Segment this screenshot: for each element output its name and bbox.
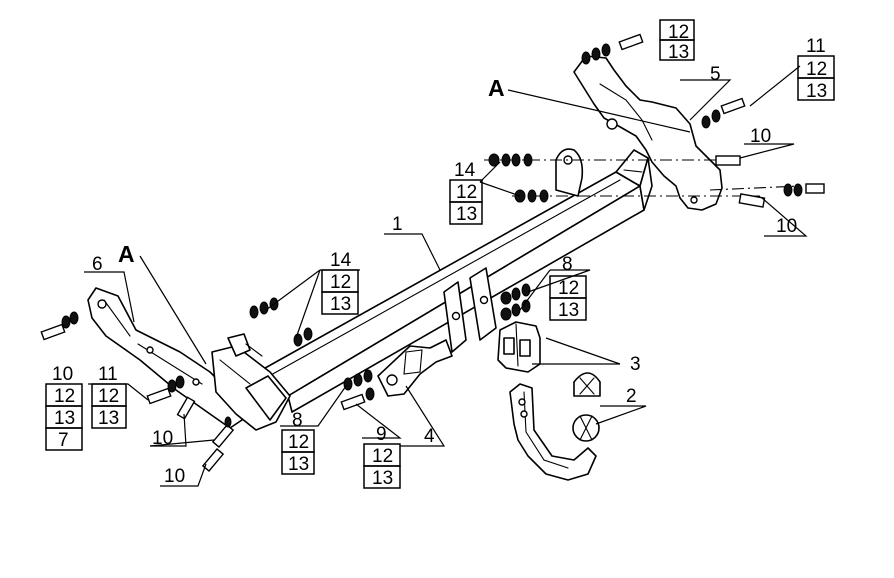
label-13-leftstack2: 13 — [98, 408, 119, 429]
ball-cap — [573, 372, 601, 397]
label-13-8left: 13 — [288, 454, 309, 475]
label-13-leftstack: 13 — [54, 408, 75, 429]
tow-ball — [572, 414, 600, 442]
label-boxes — [45, 19, 835, 489]
label-a-right: A — [488, 75, 505, 101]
label-13-topright: 13 — [668, 42, 689, 63]
label-8-left: 8 — [292, 410, 303, 431]
label-11-leftstack: 11 — [98, 364, 118, 385]
label-12-8left: 12 — [288, 432, 309, 453]
labels: 1 2 3 4 5 6 A A 12 13 11 12 13 10 10 14 … — [52, 22, 827, 489]
label-12-8right: 12 — [558, 278, 579, 299]
label-11-right: 11 — [806, 36, 826, 57]
left-bracket — [87, 287, 243, 429]
label-9: 9 — [376, 424, 387, 445]
label-14-top: 14 — [454, 160, 476, 181]
label-13-9: 13 — [372, 468, 393, 489]
label-8-right: 8 — [562, 254, 573, 275]
socket-holder — [497, 321, 541, 373]
label-a-left: A — [118, 241, 135, 267]
label-10-left-bottom: 10 — [164, 466, 185, 487]
bar-mid-brackets — [443, 267, 497, 353]
bar-right-tab — [555, 148, 584, 197]
label-12-leftstack2: 12 — [98, 386, 119, 407]
label-10-right-lower: 10 — [776, 216, 797, 237]
label-12-9: 12 — [372, 446, 393, 467]
plate — [377, 339, 453, 397]
label-4: 4 — [424, 426, 435, 447]
bar-left-endplate — [211, 345, 291, 431]
label-13-8right: 13 — [558, 300, 579, 321]
leader-lines — [84, 65, 808, 487]
label-7-leftstack: 7 — [58, 430, 69, 451]
label-13-right: 13 — [806, 81, 827, 102]
label-12-mid: 12 — [330, 272, 351, 293]
label-12-leftstack: 12 — [54, 386, 75, 407]
label-12-top: 12 — [456, 182, 477, 203]
fasteners — [40, 33, 825, 472]
label-2: 2 — [626, 386, 637, 407]
label-10-leftstack: 10 — [52, 364, 73, 385]
label-12-topright: 12 — [668, 22, 689, 43]
label-13-mid: 13 — [330, 294, 351, 315]
label-14-mid: 14 — [330, 250, 352, 271]
label-5: 5 — [710, 64, 721, 85]
label-12-right: 12 — [806, 59, 827, 80]
label-6: 6 — [92, 254, 103, 275]
label-10-right-upper: 10 — [750, 126, 771, 147]
main-crossbar — [257, 149, 653, 413]
tow-neck — [509, 383, 597, 481]
label-3: 3 — [630, 354, 641, 375]
label-1: 1 — [392, 214, 403, 235]
label-13-top: 13 — [456, 204, 477, 225]
label-10-left-mid: 10 — [152, 428, 173, 449]
